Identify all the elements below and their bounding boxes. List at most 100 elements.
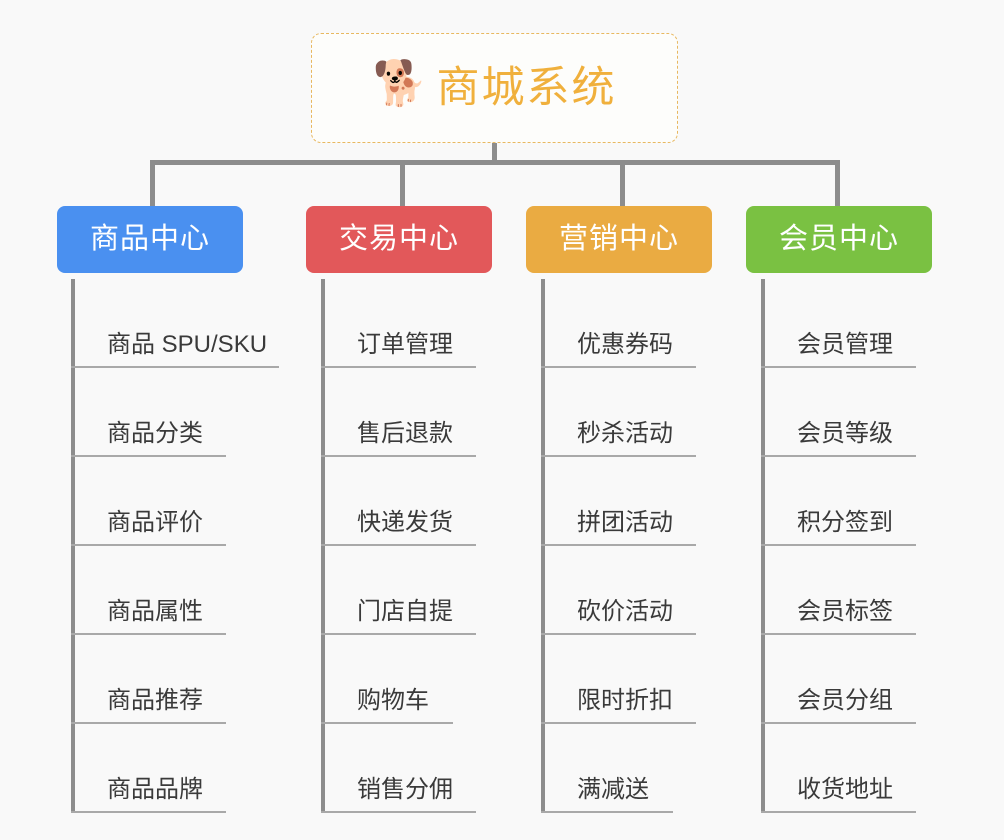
leaf-item[interactable]: 优惠券码: [541, 279, 696, 368]
leaf-underline: [761, 366, 916, 368]
leaf-underline: [761, 544, 916, 546]
leaf-underline: [321, 811, 476, 813]
leaf-list-2: 订单管理售后退款快递发货门店自提购物车销售分佣: [321, 279, 476, 813]
leaf-underline: [71, 811, 226, 813]
leaf-underline: [541, 544, 696, 546]
leaf-label: 商品品牌: [107, 776, 203, 803]
leaf-label: 销售分佣: [357, 776, 453, 803]
shiba-dog-icon: 🐕: [372, 59, 428, 108]
connector-horizontal-bar: [150, 160, 839, 165]
leaf-underline: [541, 366, 696, 368]
leaf-item[interactable]: 限时折扣: [541, 635, 696, 724]
connector-drop-3: [620, 160, 625, 206]
leaf-label: 砍价活动: [577, 598, 673, 625]
leaf-item[interactable]: 商品推荐: [71, 635, 226, 724]
leaf-item[interactable]: 销售分佣: [321, 724, 476, 813]
leaf-label: 商品 SPU/SKU: [107, 331, 268, 358]
root-title: 商城系统: [436, 63, 617, 112]
leaf-item[interactable]: 商品属性: [71, 546, 226, 635]
leaf-item[interactable]: 收货地址: [761, 724, 916, 813]
leaf-label: 商品分类: [107, 420, 203, 447]
leaf-item[interactable]: 商品评价: [71, 457, 226, 546]
category-column-3: 营销中心优惠券码秒杀活动拼团活动砍价活动限时折扣满减送: [526, 206, 746, 813]
leaf-underline: [541, 811, 673, 813]
connector-root-stem: [492, 143, 497, 163]
leaf-item[interactable]: 拼团活动: [541, 457, 696, 546]
category-column-2: 交易中心订单管理售后退款快递发货门店自提购物车销售分佣: [306, 206, 526, 813]
category-header-1[interactable]: 商品中心: [57, 206, 243, 273]
leaf-item[interactable]: 售后退款: [321, 368, 476, 457]
leaf-item[interactable]: 秒杀活动: [541, 368, 696, 457]
connector-drop-1: [150, 160, 155, 206]
category-label: 商品中心: [89, 223, 210, 255]
leaf-label: 秒杀活动: [577, 420, 673, 447]
leaf-list-3: 优惠券码秒杀活动拼团活动砍价活动限时折扣满减送: [541, 279, 696, 813]
connector-drop-2: [400, 160, 405, 206]
leaf-label: 积分签到: [797, 509, 893, 536]
leaf-underline: [71, 455, 226, 457]
leaf-item[interactable]: 商品品牌: [71, 724, 226, 813]
leaf-label: 门店自提: [357, 598, 453, 625]
leaf-item[interactable]: 快递发货: [321, 457, 476, 546]
leaf-underline: [321, 633, 476, 635]
leaf-label: 收货地址: [797, 776, 893, 803]
leaf-label: 满减送: [577, 776, 649, 803]
leaf-label: 优惠券码: [577, 331, 673, 358]
leaf-label: 购物车: [357, 687, 429, 714]
leaf-underline: [761, 633, 916, 635]
leaf-underline: [761, 722, 916, 724]
leaf-label: 会员分组: [797, 687, 893, 714]
leaf-underline: [71, 633, 226, 635]
leaf-item[interactable]: 积分签到: [761, 457, 916, 546]
leaf-underline: [321, 722, 453, 724]
leaf-list-4: 会员管理会员等级积分签到会员标签会员分组收货地址: [761, 279, 916, 813]
category-label: 营销中心: [558, 223, 679, 255]
leaf-item[interactable]: 会员等级: [761, 368, 916, 457]
leaf-trunk-3: [541, 279, 545, 813]
category-header-3[interactable]: 营销中心: [526, 206, 712, 273]
leaf-label: 会员等级: [797, 420, 893, 447]
leaf-label: 会员标签: [797, 598, 893, 625]
leaf-underline: [71, 544, 226, 546]
leaf-label: 售后退款: [357, 420, 453, 447]
connector-drop-4: [835, 160, 840, 206]
leaf-item[interactable]: 商品分类: [71, 368, 226, 457]
leaf-item[interactable]: 会员管理: [761, 279, 916, 368]
leaf-label: 订单管理: [357, 331, 453, 358]
leaf-underline: [541, 722, 696, 724]
leaf-underline: [71, 722, 226, 724]
leaf-underline: [71, 366, 279, 368]
leaf-label: 商品推荐: [107, 687, 203, 714]
leaf-underline: [541, 633, 696, 635]
leaf-trunk-4: [761, 279, 765, 813]
leaf-item[interactable]: 商品 SPU/SKU: [71, 279, 279, 368]
category-column-4: 会员中心会员管理会员等级积分签到会员标签会员分组收货地址: [746, 206, 966, 813]
leaf-label: 商品属性: [107, 598, 203, 625]
leaf-item[interactable]: 砍价活动: [541, 546, 696, 635]
leaf-underline: [321, 366, 476, 368]
leaf-item[interactable]: 门店自提: [321, 546, 476, 635]
leaf-item[interactable]: 会员标签: [761, 546, 916, 635]
leaf-label: 限时折扣: [577, 687, 673, 714]
leaf-underline: [541, 455, 696, 457]
category-label: 交易中心: [338, 223, 459, 255]
leaf-trunk-1: [71, 279, 75, 813]
leaf-trunk-2: [321, 279, 325, 813]
category-column-1: 商品中心商品 SPU/SKU 商品分类商品评价商品属性商品推荐商品品牌: [57, 206, 279, 813]
leaf-item[interactable]: 购物车: [321, 635, 453, 724]
category-label: 会员中心: [778, 223, 899, 255]
leaf-label: 拼团活动: [577, 509, 673, 536]
leaf-label: 会员管理: [797, 331, 893, 358]
leaf-underline: [761, 811, 916, 813]
root-node[interactable]: 🐕 商城系统: [311, 33, 678, 143]
leaf-label: 快递发货: [357, 509, 453, 536]
leaf-item[interactable]: 会员分组: [761, 635, 916, 724]
leaf-label: 商品评价: [107, 509, 203, 536]
category-header-2[interactable]: 交易中心: [306, 206, 492, 273]
leaf-underline: [321, 455, 476, 457]
leaf-item[interactable]: 订单管理: [321, 279, 476, 368]
leaf-item[interactable]: 满减送: [541, 724, 673, 813]
leaf-list-1: 商品 SPU/SKU 商品分类商品评价商品属性商品推荐商品品牌: [71, 279, 279, 813]
category-header-4[interactable]: 会员中心: [746, 206, 932, 273]
